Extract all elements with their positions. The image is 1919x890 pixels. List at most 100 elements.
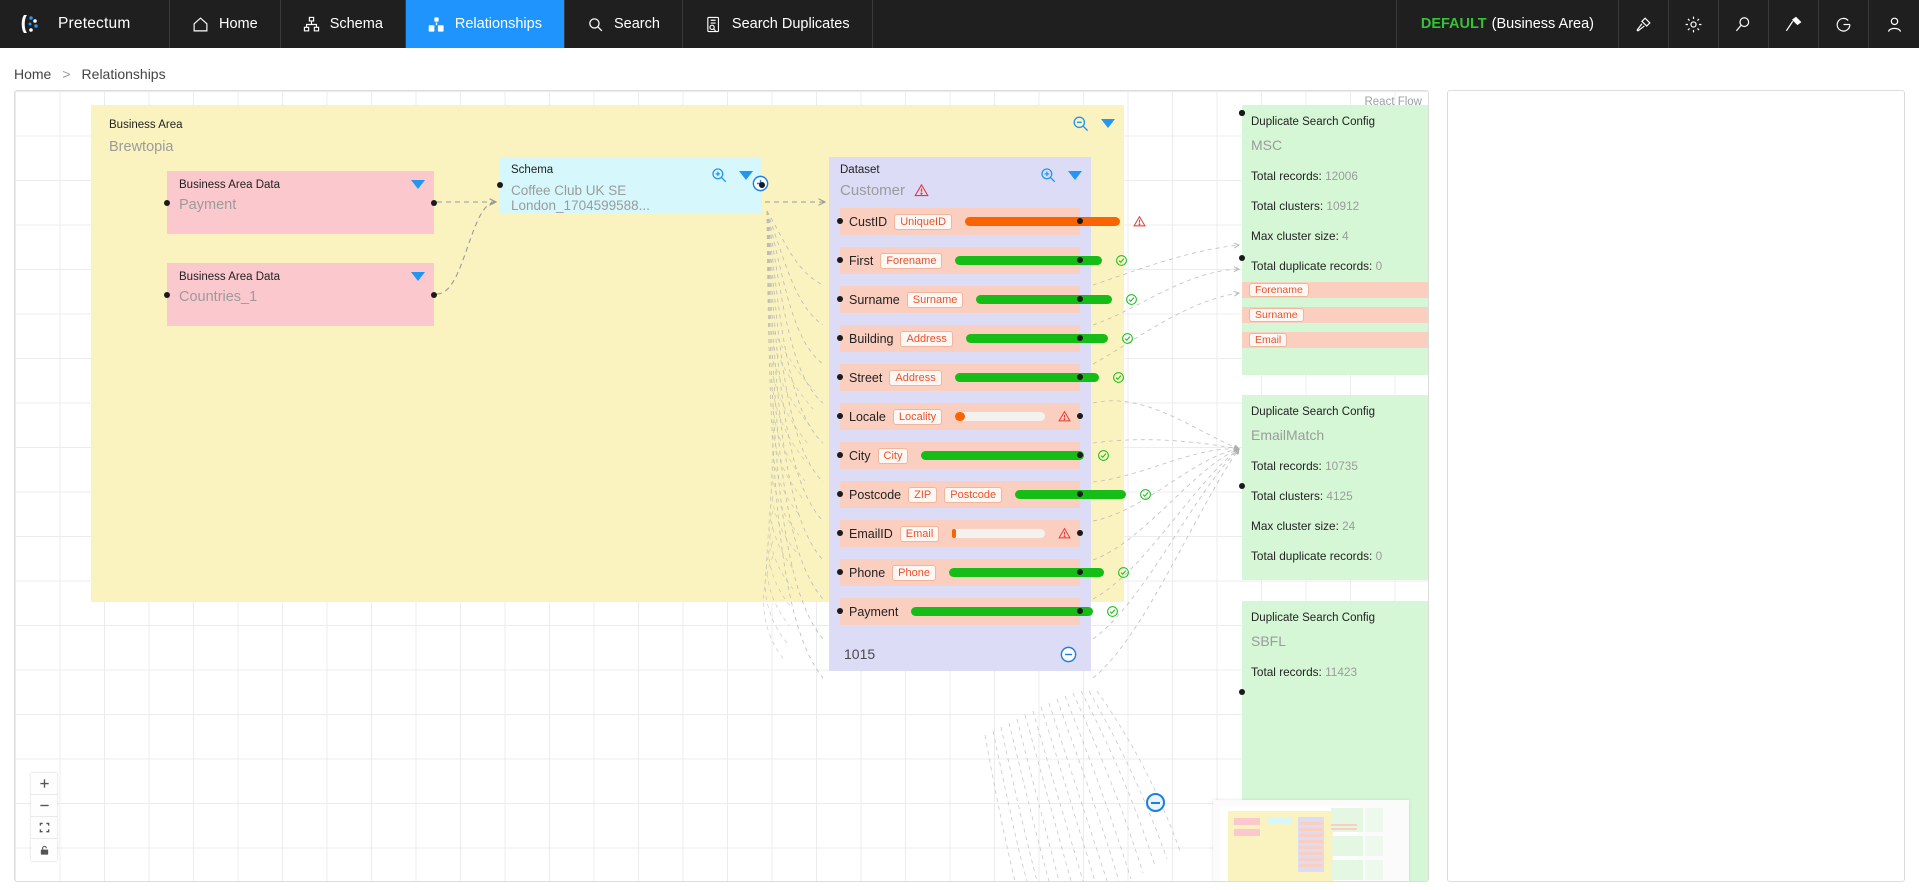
dup-config-stat-value: 12006 xyxy=(1325,169,1358,183)
handle-right[interactable] xyxy=(1077,569,1083,575)
nav-item-relationships[interactable]: Relationships xyxy=(405,0,565,48)
top-navigation-bar: Pretectum Home Schema R xyxy=(0,0,1919,48)
handle-right[interactable] xyxy=(431,200,437,206)
field-name: Payment xyxy=(849,604,899,619)
handle-right[interactable] xyxy=(1077,218,1083,224)
nav-item-search[interactable]: Search xyxy=(565,0,683,48)
handle-left[interactable] xyxy=(164,292,170,298)
handle-left[interactable] xyxy=(497,182,503,188)
logout-icon[interactable] xyxy=(1819,0,1869,48)
dataset-node-name-row: Customer xyxy=(840,182,1080,199)
relationship-graph-canvas[interactable]: React Flow xyxy=(14,90,1429,882)
handle-right[interactable] xyxy=(1077,257,1083,263)
handle-right[interactable] xyxy=(1077,374,1083,380)
handle-right[interactable] xyxy=(759,182,765,188)
dup-config-stat-value: 0 xyxy=(1375,549,1383,563)
nav-item-schema[interactable]: Schema xyxy=(281,0,406,48)
search-icon xyxy=(587,16,604,33)
gear-icon[interactable] xyxy=(1669,0,1719,48)
minimap[interactable] xyxy=(1213,800,1409,881)
magnifier-icon[interactable] xyxy=(1719,0,1769,48)
dataset-chevron-down-icon[interactable] xyxy=(1068,170,1082,180)
details-side-panel[interactable] xyxy=(1447,90,1905,882)
field-tag: Locality xyxy=(892,408,943,425)
business-area-indicator[interactable]: DEFAULT (Business Area) xyxy=(1397,0,1619,48)
handle-left[interactable] xyxy=(837,608,843,614)
lock-button[interactable] xyxy=(31,839,57,861)
ba-data-chevron-down-icon[interactable] xyxy=(411,180,425,189)
handle-right[interactable] xyxy=(431,292,437,298)
dup-config-name: SBFL xyxy=(1251,633,1287,649)
relationships-icon xyxy=(428,16,445,33)
handle-left[interactable] xyxy=(837,491,843,497)
handle-left[interactable] xyxy=(837,335,843,341)
zoom-in-icon[interactable] xyxy=(1039,166,1057,184)
dataset-field-row[interactable]: Payment xyxy=(837,598,1119,625)
nav-item-home[interactable]: Home xyxy=(170,0,281,48)
zoom-in-button[interactable] xyxy=(31,773,57,795)
dup-config-field[interactable]: Email xyxy=(1239,110,1428,348)
key-icon[interactable] xyxy=(1769,0,1819,48)
dup-config-field[interactable]: Surname xyxy=(1239,110,1428,323)
business-area-data-node-payment[interactable]: Business Area Data Payment xyxy=(164,171,437,234)
handle-right[interactable] xyxy=(1077,413,1083,419)
zoom-out-icon[interactable] xyxy=(1071,114,1090,133)
plug-icon[interactable] xyxy=(1619,0,1669,48)
field-name: Surname xyxy=(849,292,900,307)
handle-left[interactable] xyxy=(837,569,843,575)
handle-left[interactable] xyxy=(1239,483,1245,489)
dup-config-stat: Total records: 12006 xyxy=(1251,169,1358,183)
dataset-collapse-icon[interactable] xyxy=(1059,645,1078,664)
business-area-data-node-countries[interactable]: Business Area Data Countries_1 xyxy=(164,263,437,326)
dup-config-header: Duplicate Search Config xyxy=(1251,612,1376,624)
business-area-node-tools xyxy=(1071,114,1115,133)
schema-node[interactable]: Schema Coffee Club UK SE London_17045995… xyxy=(497,157,769,213)
handle-right[interactable] xyxy=(1077,608,1083,614)
handle-left[interactable] xyxy=(1239,255,1245,261)
user-icon[interactable] xyxy=(1869,0,1919,48)
graph-collapse-button[interactable] xyxy=(1146,793,1165,812)
check-circle-icon xyxy=(1097,449,1110,462)
handle-right[interactable] xyxy=(1077,491,1083,497)
handle-right[interactable] xyxy=(1077,530,1083,536)
handle-left[interactable] xyxy=(837,257,843,263)
business-area-chevron-down-icon[interactable] xyxy=(1101,119,1115,128)
handle-left[interactable] xyxy=(1239,689,1245,695)
handle-left[interactable] xyxy=(1239,110,1245,116)
handle-right[interactable] xyxy=(1077,335,1083,341)
nav-item-home-label: Home xyxy=(219,16,258,32)
handle-left[interactable] xyxy=(164,200,170,206)
handle-right[interactable] xyxy=(1077,452,1083,458)
dup-config-header: Duplicate Search Config xyxy=(1251,116,1376,128)
breadcrumb-home[interactable]: Home xyxy=(14,66,52,82)
brand-logo-area[interactable]: Pretectum xyxy=(0,0,170,48)
dup-config-field[interactable]: Forename xyxy=(1239,110,1428,298)
ba-data-chevron-down-icon[interactable] xyxy=(411,272,425,281)
handle-left[interactable] xyxy=(837,218,843,224)
handle-left[interactable] xyxy=(837,296,843,302)
zoom-out-button[interactable] xyxy=(31,795,57,817)
nav-item-search-duplicates[interactable]: Search Duplicates xyxy=(683,0,873,48)
schema-chevron-down-icon[interactable] xyxy=(739,170,753,180)
zoom-in-icon[interactable] xyxy=(710,166,728,184)
handle-left[interactable] xyxy=(837,374,843,380)
handle-left[interactable] xyxy=(837,413,843,419)
handle-right[interactable] xyxy=(1077,296,1083,302)
handle-left[interactable] xyxy=(837,452,843,458)
handle-left[interactable] xyxy=(837,530,843,536)
fit-view-button[interactable] xyxy=(31,817,57,839)
field-quality-bar xyxy=(952,529,1045,538)
